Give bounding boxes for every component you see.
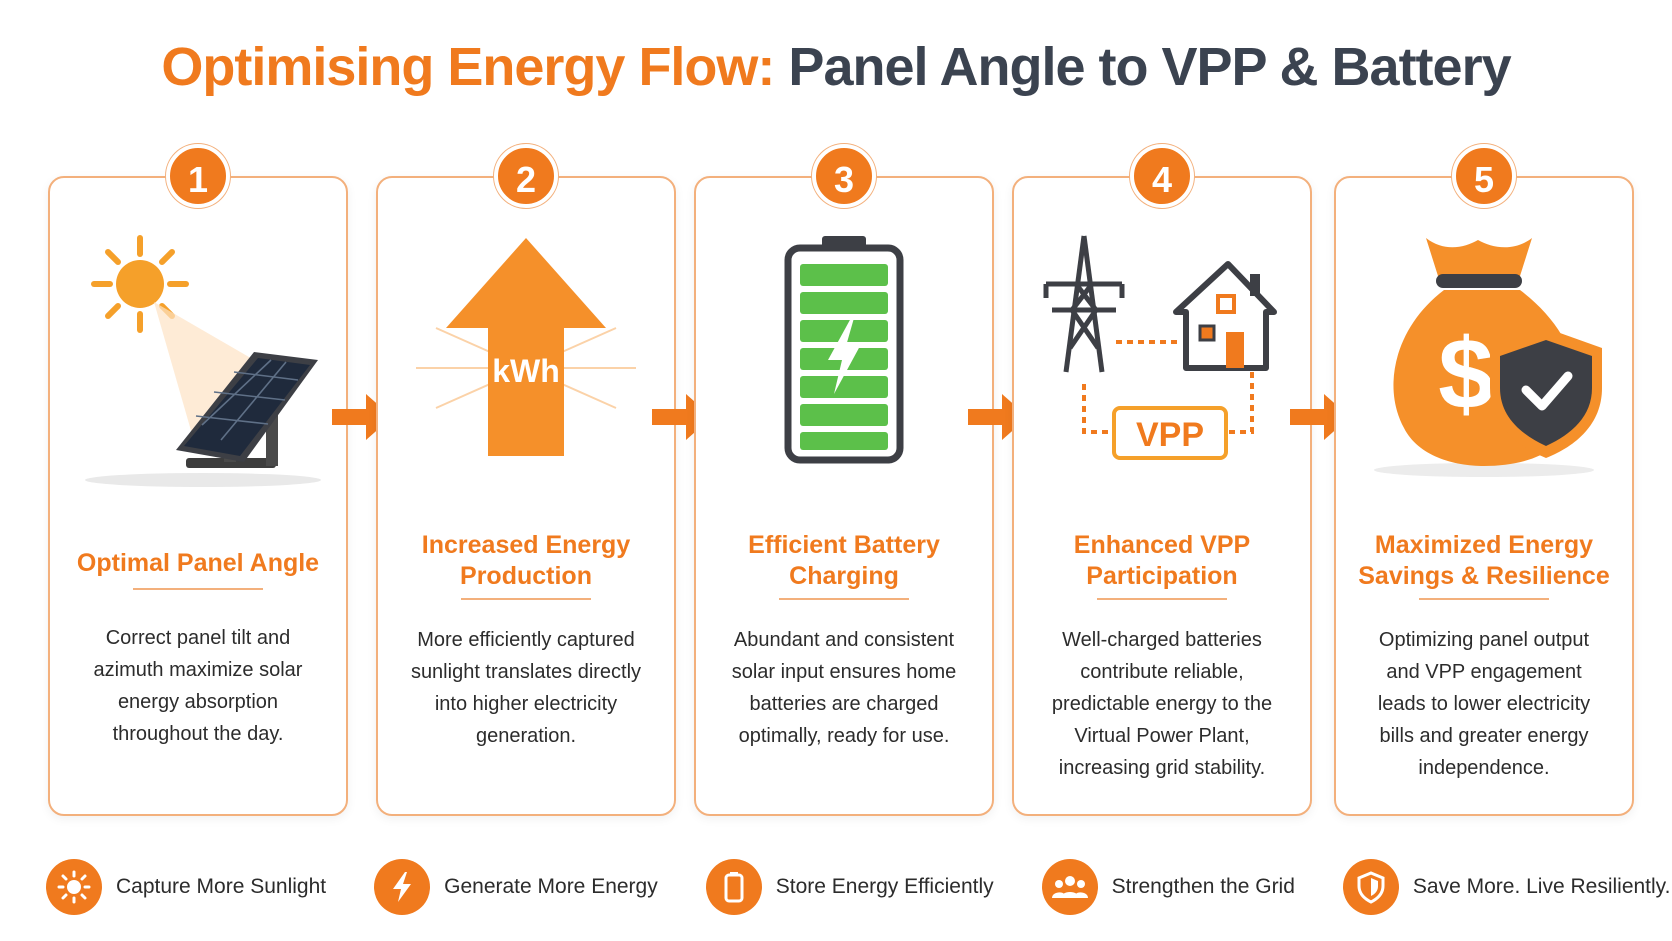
battery-icon	[705, 859, 762, 915]
step-number-badge: 5	[1452, 144, 1516, 208]
solar-panel-sun-icon	[85, 235, 321, 487]
vpp-label: VPP	[1136, 416, 1204, 454]
kwh-label: kWh	[492, 353, 560, 389]
footer-summary-bar: Capture More Sunlight Generate More Ener…	[46, 856, 1670, 918]
step-title: Efficient Battery Charging	[748, 531, 940, 590]
step-number-badge: 1	[166, 144, 230, 208]
footer-label: Generate More Energy	[444, 875, 658, 898]
step-card-5: 5 $ Maximized Energy Savings & Resilienc…	[1334, 144, 1634, 816]
page-title-accent: Optimising Energy Flow:	[161, 37, 775, 97]
step-title: Optimal Panel Angle	[76, 549, 320, 577]
sun-icon	[46, 859, 102, 915]
step-number-badge: 2	[494, 144, 558, 208]
footer-item: Capture More Sunlight	[46, 856, 326, 918]
step-card-4: 4	[1012, 144, 1312, 816]
title-underline	[133, 588, 263, 590]
step-card-3: 3 Efficient Battery Charging Abundant an…	[694, 144, 994, 816]
step-card-2: 2 kWh Increased Energy Production More e…	[376, 144, 676, 816]
shield-icon	[1342, 859, 1399, 915]
step-title: Maximized Energy Savings & Resilience	[1358, 531, 1610, 590]
money-bag-shield-icon: $	[1374, 238, 1602, 477]
title-underline	[1419, 598, 1549, 600]
footer-label: Strengthen the Grid	[1111, 875, 1295, 898]
footer-item: Generate More Energy	[374, 856, 658, 918]
step-title: Enhanced VPP Participation	[1073, 531, 1251, 590]
page-title: Optimising Energy Flow: Panel Angle to V…	[0, 36, 1672, 98]
footer-item: Save More. Live Resiliently.	[1342, 856, 1671, 918]
step-description: Abundant and consistent solar input ensu…	[731, 629, 957, 747]
footer-item: Strengthen the Grid	[1041, 856, 1295, 918]
step-description: Correct panel tilt and azimuth maximize …	[93, 627, 303, 745]
title-underline	[779, 598, 909, 600]
title-underline	[461, 598, 591, 600]
step-description: Well-charged batteries contribute reliab…	[1051, 629, 1273, 779]
step-description: Optimizing panel output and VPP engageme…	[1377, 629, 1591, 779]
title-underline	[1097, 598, 1227, 600]
step-number-badge: 3	[812, 144, 876, 208]
footer-label: Save More. Live Resiliently.	[1412, 875, 1671, 898]
page-title-main: Panel Angle to VPP & Battery	[788, 37, 1511, 97]
battery-charging-icon	[784, 236, 904, 464]
step-description: More efficiently captured sunlight trans…	[410, 629, 642, 747]
step-title: Increased Energy Production	[421, 531, 631, 590]
footer-label: Store Energy Efficiently	[775, 875, 994, 898]
step-card-1: 1	[48, 144, 348, 816]
step-number-badge: 4	[1130, 144, 1194, 208]
footer-label: Capture More Sunlight	[116, 875, 327, 898]
people-group-icon	[1041, 859, 1098, 915]
grid-house-vpp-icon: VPP	[1043, 235, 1277, 460]
footer-item: Store Energy Efficiently	[705, 856, 994, 918]
dollar-sign-glyph: $	[1438, 318, 1494, 430]
lightning-icon	[374, 859, 431, 915]
up-arrow-kwh-icon: kWh	[416, 238, 636, 456]
